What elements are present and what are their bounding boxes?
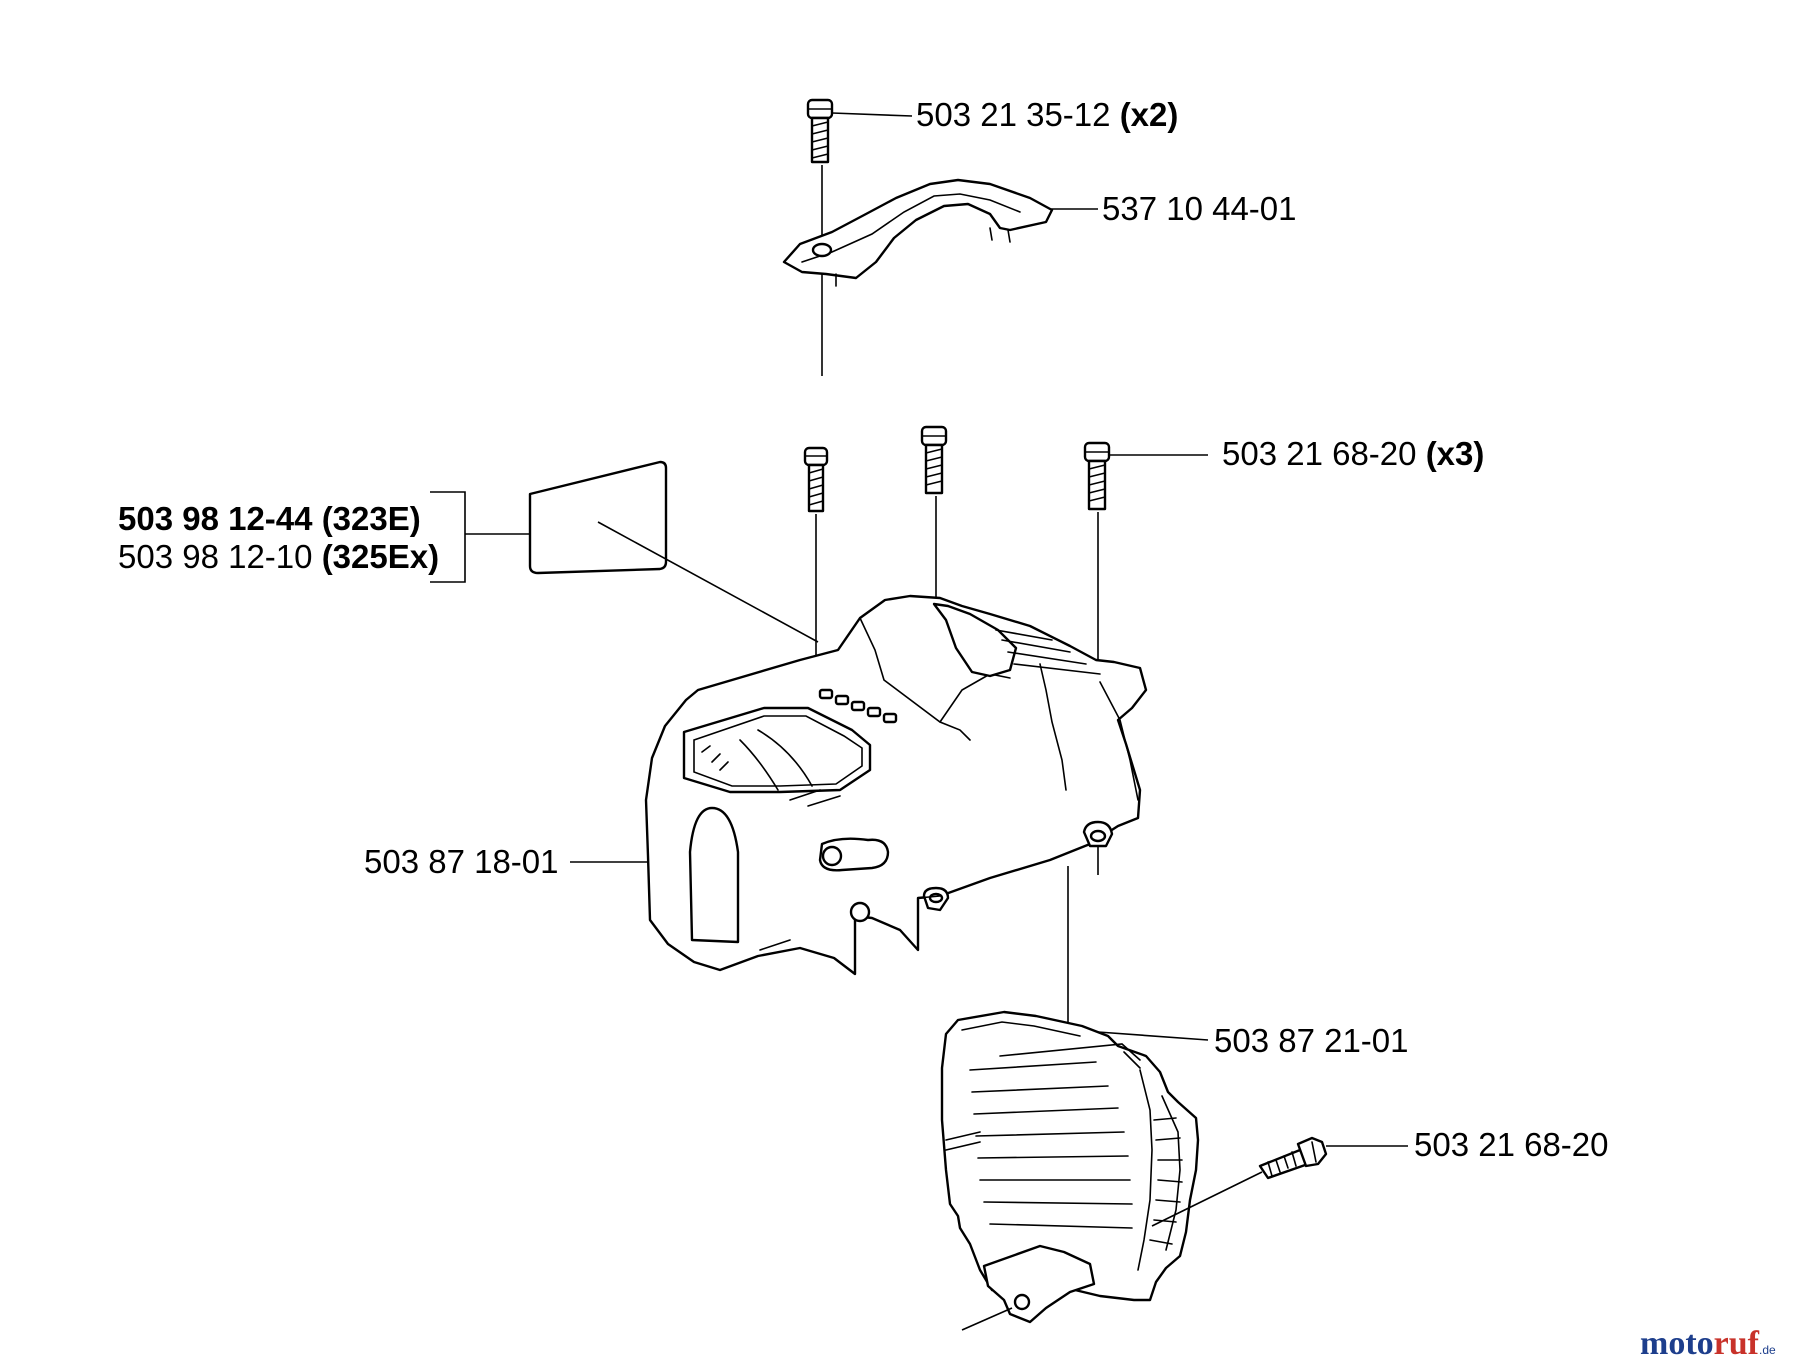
- side-cover-icon: [940, 1010, 1200, 1324]
- cover-screw-right-icon: [1083, 441, 1111, 511]
- watermark-logo: motoruf.de: [1640, 1325, 1776, 1362]
- decal-leader: [597, 521, 819, 643]
- cover-screw-middle-icon: [920, 425, 948, 495]
- side-screw-axis: [1151, 1171, 1263, 1227]
- top-screw-leader: [831, 112, 913, 117]
- handle-bracket-label: 537 10 44-01: [1102, 190, 1297, 227]
- side-screw-icon: [1258, 1136, 1328, 1180]
- top-screw-label: 503 21 35-12 (x2): [916, 96, 1178, 133]
- cylinder-cover-icon: [644, 594, 1148, 976]
- side-screw-label: 503 21 68-20: [1414, 1126, 1609, 1163]
- decal-bracket: [430, 491, 530, 583]
- svg-text:motoruf.de: motoruf.de: [1640, 1325, 1776, 1362]
- side-cover-label: 503 87 21-01: [1214, 1022, 1409, 1059]
- side-cover-lower-leader: [961, 1307, 1013, 1331]
- decal-325ex-label: 503 98 12-10 (325Ex): [118, 538, 439, 575]
- decal-icon: [528, 460, 668, 575]
- cover-screws-label: 503 21 68-20 (x3): [1222, 435, 1484, 472]
- decal-323e-label: 503 98 12-44 (323E): [118, 500, 421, 537]
- handle-bracket-icon: [782, 178, 1054, 287]
- side-cover-leader: [1097, 1031, 1209, 1041]
- cover-screw-left-icon: [803, 446, 829, 513]
- cylinder-cover-label: 503 87 18-01: [364, 843, 559, 880]
- top-screw-icon: [806, 98, 834, 164]
